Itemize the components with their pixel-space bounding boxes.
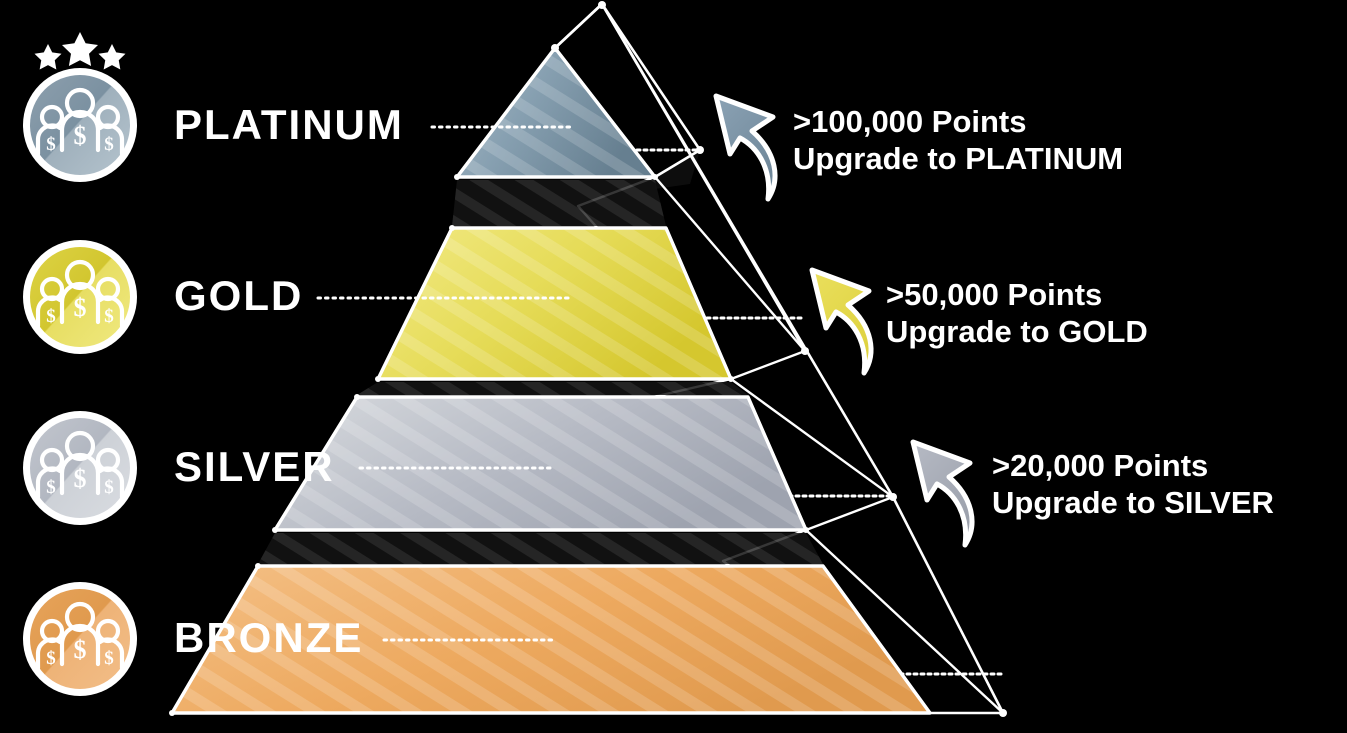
layer-gap-stripes	[258, 180, 823, 564]
svg-text:$: $	[104, 134, 114, 155]
svg-text:$: $	[104, 648, 114, 669]
annotation-platinum-points: >100,000 Points	[793, 104, 1027, 139]
svg-text:$: $	[74, 635, 87, 664]
platinum-side-face	[655, 150, 700, 189]
annotation-silver-upgrade: Upgrade to SILVER	[992, 484, 1274, 520]
annotation-platinum: >100,000 Points Upgrade to PLATINUM	[793, 104, 1123, 177]
svg-text:$: $	[104, 306, 114, 327]
svg-text:$: $	[74, 464, 87, 493]
annotation-gold: >50,000 Points Upgrade to GOLD	[886, 277, 1148, 350]
badge-platinum[interactable]: $ $ $	[23, 32, 137, 182]
label-leader-lines	[316, 125, 574, 642]
svg-text:$: $	[46, 477, 56, 498]
arrow-platinum	[713, 93, 778, 202]
arrow-gold	[809, 267, 874, 376]
wireframe-nodes	[169, 1, 1007, 717]
badge-silver[interactable]: $ $ $	[23, 411, 137, 525]
annotation-gold-upgrade: Upgrade to GOLD	[886, 313, 1148, 349]
arrow-silver	[910, 439, 975, 548]
badge-gold[interactable]: $ $ $	[23, 240, 137, 354]
tier-block-gold[interactable]	[376, 226, 733, 381]
badge-bronze[interactable]: $ $ $	[23, 582, 137, 696]
tier-label-gold: GOLD	[174, 272, 304, 319]
svg-text:$: $	[46, 306, 56, 327]
svg-text:$: $	[46, 648, 56, 669]
front-outlines	[170, 46, 932, 715]
svg-text:$: $	[74, 121, 87, 150]
annotation-silver: >20,000 Points Upgrade to SILVER	[992, 448, 1274, 521]
star-icon-group	[34, 32, 126, 70]
tier-block-silver[interactable]	[273, 395, 808, 532]
annotation-platinum-upgrade: Upgrade to PLATINUM	[793, 140, 1124, 176]
annotation-silver-points: >20,000 Points	[992, 448, 1209, 483]
tier-block-platinum[interactable]	[455, 46, 657, 179]
annotation-gold-points: >50,000 Points	[886, 277, 1103, 312]
svg-text:$: $	[104, 477, 114, 498]
tier-label-platinum: PLATINUM	[174, 101, 404, 148]
tier-label-silver: SILVER	[174, 443, 335, 490]
svg-text:$: $	[46, 134, 56, 155]
svg-text:$: $	[74, 293, 87, 322]
tier-label-bronze: BRONZE	[174, 614, 364, 661]
